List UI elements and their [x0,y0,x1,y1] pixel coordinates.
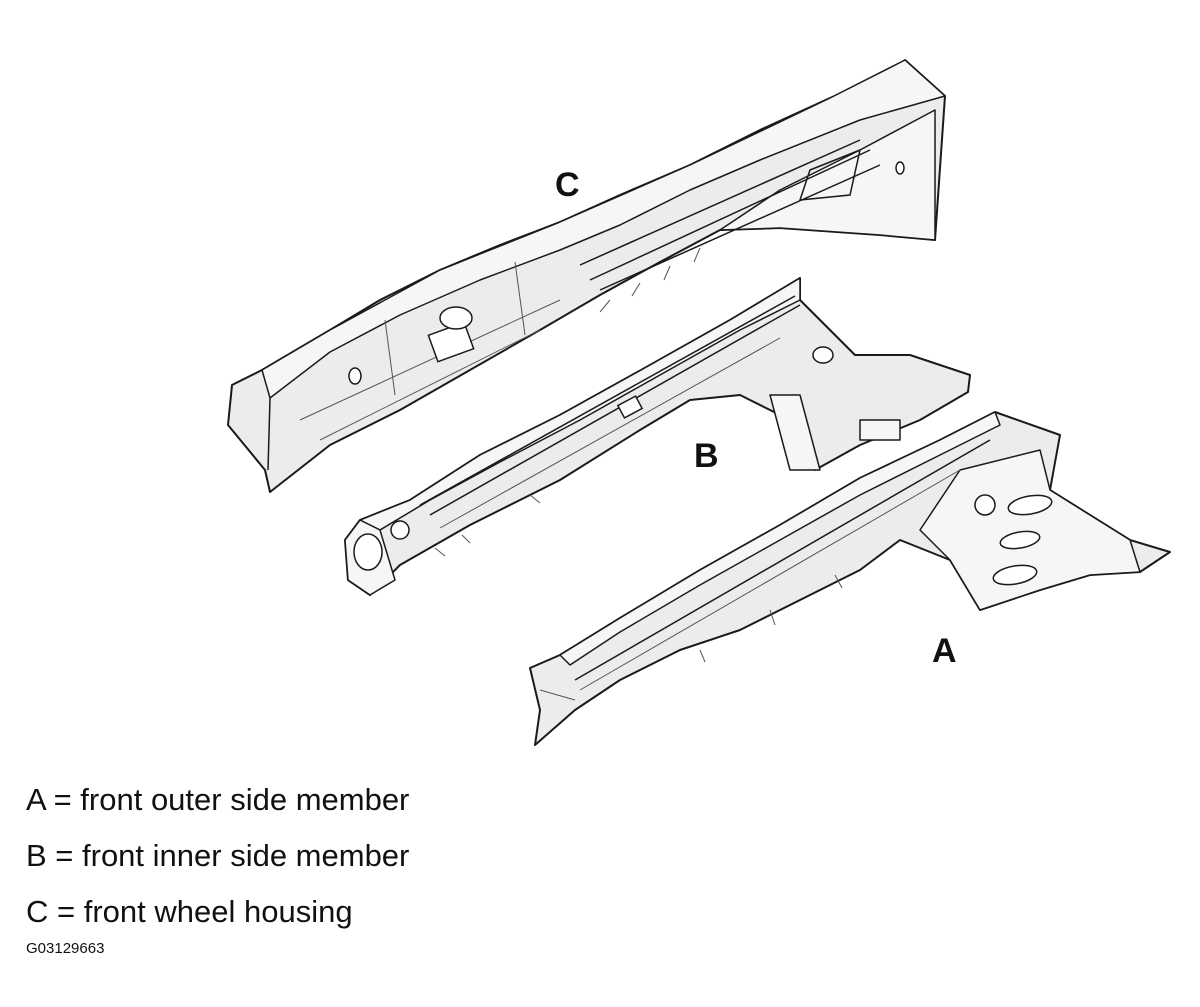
figure-id: G03129663 [26,940,105,957]
legend-item-a: A = front outer side member [26,782,410,817]
callout-label-b: B [694,437,719,475]
callout-label-a: A [932,632,957,670]
callout-label-c: C [555,166,580,204]
legend: A = front outer side member B = front in… [26,772,726,940]
front-wheel-housing-part [227,59,946,493]
legend-item-c: C = front wheel housing [26,894,353,929]
front-inner-side-member-part [344,277,971,596]
front-outer-side-member-part [529,411,1171,746]
legend-item-b: B = front inner side member [26,838,410,873]
parts-diagram: C B A [227,59,1171,746]
